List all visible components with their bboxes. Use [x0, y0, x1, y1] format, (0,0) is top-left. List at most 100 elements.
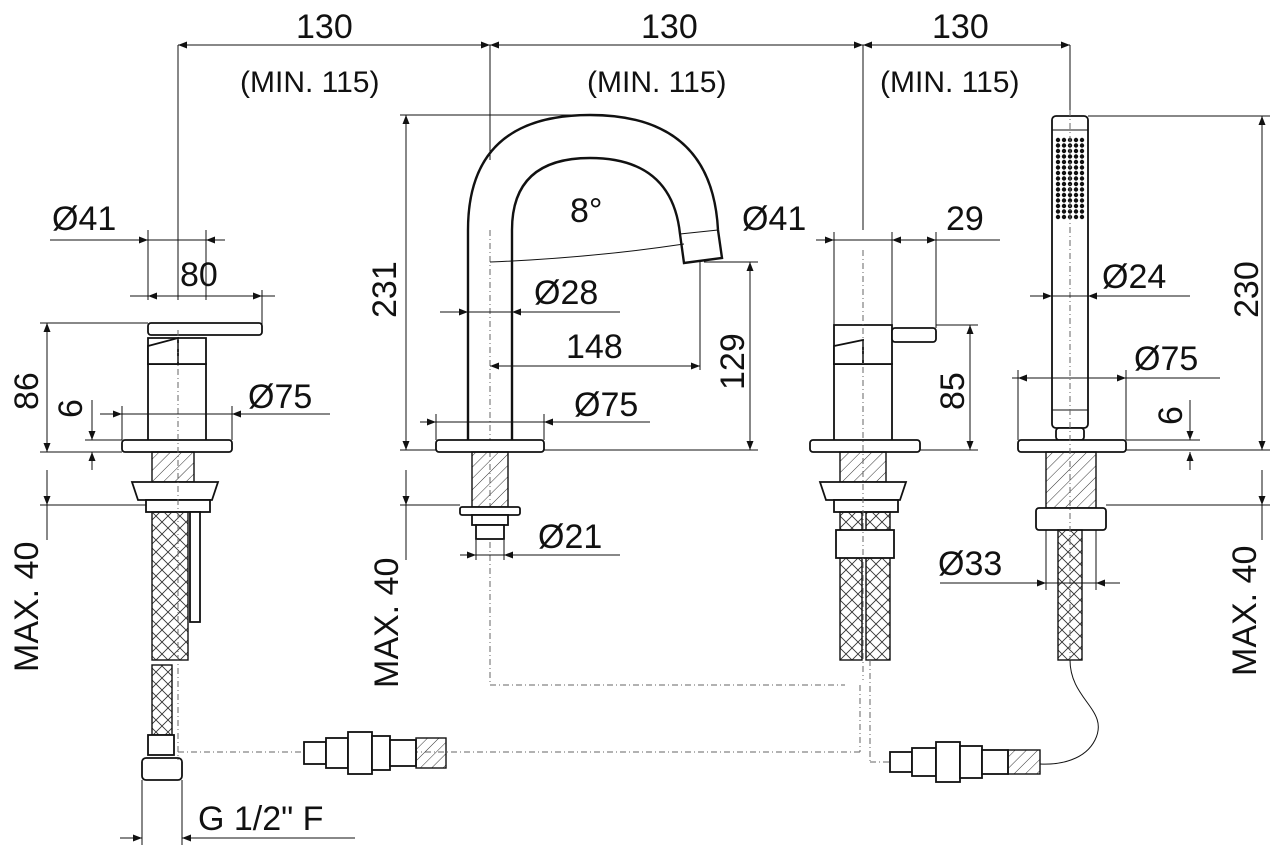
spray-nozzle-dot	[1079, 192, 1085, 198]
spray-nozzle-dot	[1055, 214, 1061, 220]
left-plate-label: 6	[52, 399, 90, 418]
spray-nozzle-dot	[1055, 203, 1061, 209]
right-body-diameter-label: Ø41	[742, 200, 806, 238]
spray-nozzle-dot	[1055, 170, 1061, 176]
spray-nozzle-dot	[1073, 192, 1079, 198]
spout-shank-diameter-label: Ø21	[538, 518, 602, 556]
right-mixer	[809, 250, 937, 763]
spray-nozzle-dot	[1061, 203, 1067, 209]
spray-nozzle-dot	[1055, 165, 1061, 170]
spacing-3-label: 130	[932, 8, 989, 46]
spray-nozzle-dot	[1055, 154, 1061, 159]
spray-nozzle-dot	[1061, 192, 1067, 198]
handshower-plate-label: 6	[1152, 406, 1190, 425]
handshower	[1017, 110, 1127, 765]
max-right-label: MAX. 40	[1226, 546, 1264, 676]
spray-nozzle-dot	[1079, 181, 1085, 187]
spray-nozzle-dot	[1055, 181, 1061, 187]
spray-nozzle-dot	[1073, 214, 1079, 220]
spray-nozzle-dot	[1061, 148, 1067, 154]
spray-nozzle-dot	[1073, 187, 1079, 192]
spray-nozzle-dot	[1061, 170, 1067, 176]
left-mixer-dimensions: Ø41 80 86 6 Ø75 MAX. 40 G 1/2" F	[8, 200, 355, 845]
spray-nozzle-dot	[1073, 198, 1079, 203]
right-mixer-dimensions: Ø41 29 85	[742, 200, 1000, 451]
spout-tube-diameter-label: Ø28	[534, 274, 598, 312]
top-spacing-dimensions: 130 130 130 (MIN. 115) (MIN. 115) (MIN. …	[177, 8, 1071, 300]
spacing-2-label: 130	[641, 8, 698, 46]
spacing-1-label: 130	[296, 8, 353, 46]
spray-nozzle-dot	[1061, 176, 1067, 181]
spray-nozzle-dot	[1073, 137, 1079, 143]
handshower-shank-diameter-label: Ø33	[938, 545, 1002, 583]
spray-nozzle-dot	[1061, 214, 1067, 220]
spray-nozzle-dot	[1067, 154, 1073, 159]
spray-nozzle-dot	[1061, 165, 1067, 170]
handshower-diameter-label: Ø24	[1102, 258, 1166, 296]
spray-nozzle-dot	[1055, 192, 1061, 198]
spray-nozzle-dot	[1055, 176, 1061, 181]
spray-nozzle-dot	[1055, 148, 1061, 154]
spout-outlet-height-label: 129	[714, 333, 752, 390]
connection-label: G 1/2" F	[198, 800, 323, 838]
min-2-label: (MIN. 115)	[587, 66, 726, 99]
spray-nozzle-dot	[1061, 181, 1067, 187]
spray-nozzle-dot	[1061, 198, 1067, 203]
left-body-diameter-label: Ø41	[52, 200, 116, 238]
spray-nozzle-dot	[1079, 187, 1085, 192]
spray-nozzle-dot	[1061, 154, 1067, 159]
spray-nozzle-dot	[1073, 154, 1079, 159]
spray-nozzle-dot	[1055, 209, 1061, 214]
valve-fitting-right	[889, 741, 1041, 783]
left-lever-length-label: 80	[180, 256, 218, 294]
spout-angle-label: 8°	[570, 192, 603, 230]
spout-reach-label: 148	[566, 328, 623, 366]
right-height-label: 85	[934, 372, 972, 410]
min-3-label: (MIN. 115)	[880, 66, 1019, 99]
spray-nozzle-dot	[1073, 170, 1079, 176]
spray-nozzle-dot	[1055, 187, 1061, 192]
handshower-height-label: 230	[1228, 261, 1266, 318]
spray-nozzle-dot	[1055, 143, 1061, 148]
spray-nozzle-dot	[1073, 143, 1079, 148]
spray-nozzle-dot	[1055, 137, 1061, 143]
spray-nozzle-dot	[1061, 187, 1067, 192]
spray-nozzle-dot	[1079, 203, 1085, 209]
max-left-label: MAX. 40	[8, 542, 46, 672]
spray-nozzle-dot	[1055, 198, 1061, 203]
left-base-diameter-label: Ø75	[248, 378, 312, 416]
spray-nozzle-dot	[1079, 148, 1085, 154]
spray-nozzle-dot	[1061, 159, 1067, 165]
spray-nozzle-dot	[1073, 203, 1079, 209]
spray-nozzle-dot	[1067, 192, 1073, 198]
spray-nozzle-dot	[1079, 214, 1085, 220]
spout-height-label: 231	[366, 261, 404, 318]
spray-nozzle-dot	[1061, 143, 1067, 148]
max-center-label: MAX. 40	[368, 558, 406, 688]
spray-nozzle-dot	[1067, 170, 1073, 176]
spray-nozzle-dot	[1055, 159, 1061, 165]
valve-fitting-center	[303, 731, 447, 775]
left-height-label: 86	[8, 372, 46, 410]
spray-nozzle-dot	[1061, 137, 1067, 143]
handshower-dimensions: Ø24 230 Ø75 6 Ø33 MAX. 40	[938, 115, 1270, 676]
spray-nozzle-dot	[1073, 176, 1079, 181]
spray-nozzle-dot	[1079, 154, 1085, 159]
spray-nozzle-dot	[1079, 137, 1085, 143]
spray-nozzle-dot	[1079, 176, 1085, 181]
spout-dimensions: 231 8° Ø28 148 129 Ø75 Ø21 MAX. 40	[366, 114, 758, 688]
spray-nozzle-dot	[1073, 181, 1079, 187]
spray-nozzle-dot	[1079, 198, 1085, 203]
spray-nozzle-dot	[1073, 165, 1079, 170]
spray-nozzle-dot	[1073, 209, 1079, 214]
spray-nozzle-dot	[1061, 209, 1067, 214]
spray-nozzle-dot	[1073, 159, 1079, 165]
right-lever-length-label: 29	[946, 200, 984, 238]
spray-nozzle-dot	[1067, 198, 1073, 203]
left-mixer	[121, 322, 860, 781]
spout-base-diameter-label: Ø75	[574, 386, 638, 424]
min-1-label: (MIN. 115)	[240, 66, 379, 99]
spray-nozzle-dot	[1079, 209, 1085, 214]
spray-nozzle-dot	[1079, 170, 1085, 176]
